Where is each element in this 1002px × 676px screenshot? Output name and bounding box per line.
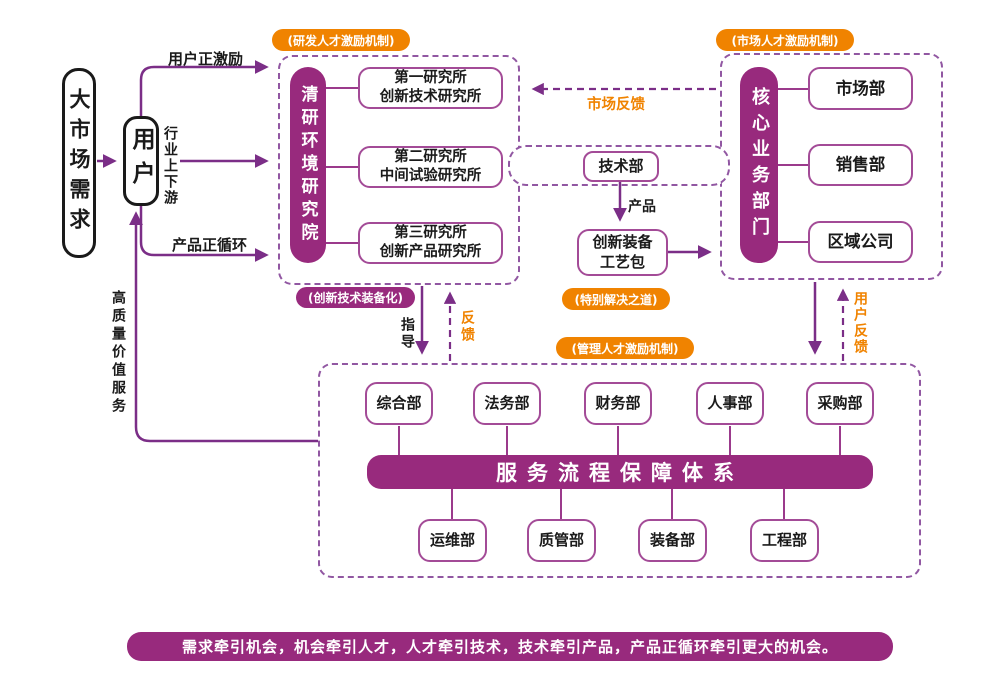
innovation-package-line1: 创新装备 xyxy=(592,233,653,251)
institute-1-line1: 第一研究所 xyxy=(394,70,467,87)
feedback-label: 反馈 xyxy=(459,310,475,344)
engineering-dept-box: 工程部 xyxy=(750,519,819,562)
legal-dept-label: 法务部 xyxy=(484,393,530,412)
management-group-container xyxy=(318,363,921,578)
user-feedback-label: 用户反馈 xyxy=(852,291,868,355)
special-solution-badge: (特别解决之道) xyxy=(562,288,670,310)
innovation-equipment-badge: (创新技术装备化) xyxy=(296,287,415,308)
institute-1-line2: 创新技术研究所 xyxy=(379,89,482,105)
tech-dept-label: 技术部 xyxy=(598,156,644,175)
equipment-dept-box: 装备部 xyxy=(638,519,707,562)
equipment-dept-label: 装备部 xyxy=(649,530,695,549)
management-talent-incentive-badge: (管理人才激励机制) xyxy=(556,337,694,359)
finance-dept-label: 财务部 xyxy=(595,393,641,412)
engineering-dept-label: 工程部 xyxy=(761,530,807,549)
innovation-package-box: 创新装备 工艺包 xyxy=(577,229,668,276)
operations-dept-label: 运维部 xyxy=(429,530,475,549)
core-business-hub: 核心业务部门 xyxy=(740,67,778,263)
tech-dept-box: 技术部 xyxy=(583,151,659,182)
core-business-hub-label: 核心业务部门 xyxy=(749,87,770,243)
rd-talent-incentive-badge: (研发人才激励机制) xyxy=(272,29,410,51)
big-market-demand-box: 大市场需求 xyxy=(62,68,96,258)
arrow-user-top-to-research xyxy=(139,60,269,116)
regional-company-label: 区域公司 xyxy=(827,232,894,252)
general-affairs-dept-box: 综合部 xyxy=(365,382,433,425)
hr-dept-label: 人事部 xyxy=(707,393,753,412)
sales-dept-box: 销售部 xyxy=(808,144,913,186)
slogan-banner: 需求牵引机会，机会牵引人才，人才牵引技术，技术牵引产品，产品正循环牵引更大的机会… xyxy=(127,632,893,661)
regional-company-box: 区域公司 xyxy=(808,221,913,263)
procurement-dept-label: 采购部 xyxy=(817,393,863,412)
institute-2-line2: 中间试验研究所 xyxy=(379,168,482,184)
finance-dept-box: 财务部 xyxy=(584,382,652,425)
quality-dept-box: 质管部 xyxy=(527,519,596,562)
marketing-dept-box: 市场部 xyxy=(808,67,913,110)
service-process-guarantee-bar: 服务流程保障体系 xyxy=(367,455,873,489)
legal-dept-box: 法务部 xyxy=(473,382,541,425)
market-feedback-label: 市场反馈 xyxy=(587,97,645,113)
market-talent-incentive-badge: (市场人才激励机制) xyxy=(716,29,854,51)
user-positive-incentive-label: 用户正激励 xyxy=(168,50,244,68)
user-box: 用户 xyxy=(123,116,159,206)
general-affairs-dept-label: 综合部 xyxy=(376,393,422,412)
industry-chain-label: 行业上下游 xyxy=(162,126,178,206)
operations-dept-box: 运维部 xyxy=(418,519,487,562)
big-market-demand-label: 大市场需求 xyxy=(67,88,91,238)
high-quality-value-service-label: 高质量价值服务 xyxy=(110,290,126,416)
marketing-dept-label: 市场部 xyxy=(835,78,886,98)
user-label: 用户 xyxy=(128,127,154,195)
product-positive-cycle-label: 产品正循环 xyxy=(172,236,248,254)
institute-2-box: 第二研究所 中间试验研究所 xyxy=(358,146,503,188)
research-institute-hub-label: 清研环境研究院 xyxy=(297,84,318,246)
institute-3-line1: 第三研究所 xyxy=(394,225,467,242)
innovation-package-line2: 工艺包 xyxy=(599,252,645,271)
hr-dept-box: 人事部 xyxy=(696,382,764,425)
product-label: 产品 xyxy=(628,199,656,215)
institute-3-box: 第三研究所 创新产品研究所 xyxy=(358,222,503,264)
institute-1-box: 第一研究所 创新技术研究所 xyxy=(358,67,503,109)
quality-dept-label: 质管部 xyxy=(538,530,584,549)
institute-3-line2: 创新产品研究所 xyxy=(379,244,482,260)
service-process-guarantee-label: 服务流程保障体系 xyxy=(496,461,744,485)
institute-2-line1: 第二研究所 xyxy=(394,149,467,166)
guide-label: 指导 xyxy=(399,317,415,351)
research-institute-hub: 清研环境研究院 xyxy=(290,67,326,263)
slogan-text: 需求牵引机会，机会牵引人才，人才牵引技术，技术牵引产品，产品正循环牵引更大的机会… xyxy=(181,638,838,656)
sales-dept-label: 销售部 xyxy=(835,155,886,175)
procurement-dept-box: 采购部 xyxy=(806,382,874,425)
